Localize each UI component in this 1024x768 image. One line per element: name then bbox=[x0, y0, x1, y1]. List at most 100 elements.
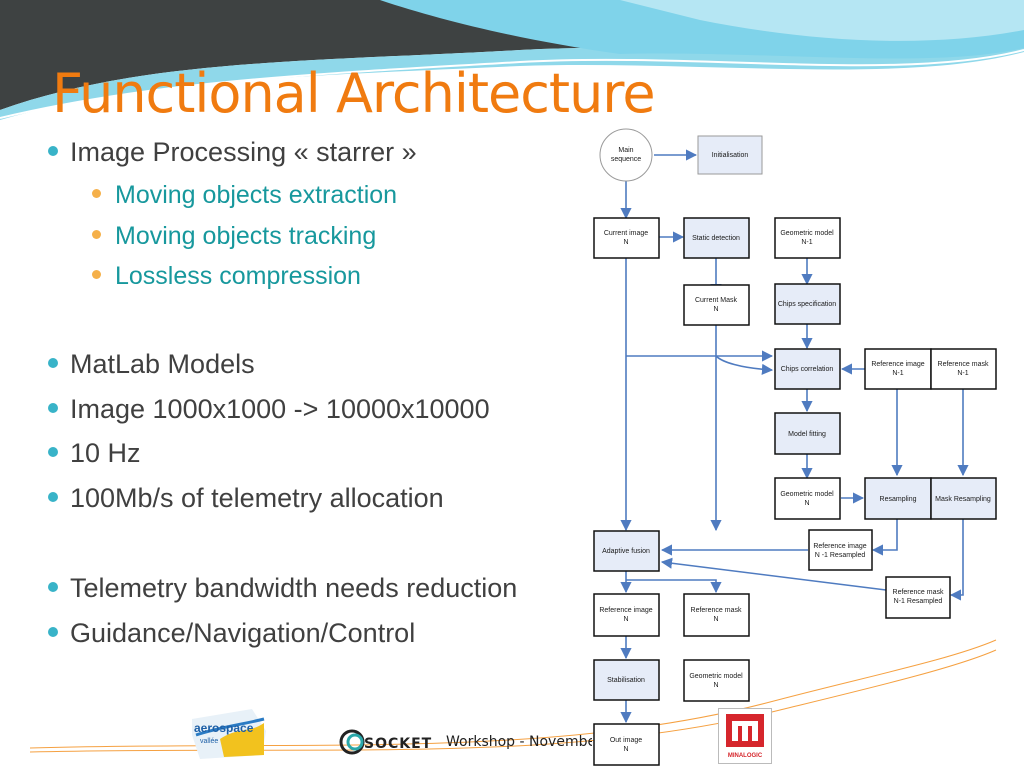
node-chips-specification: Chips specification bbox=[774, 283, 841, 325]
edge bbox=[871, 519, 898, 556]
bullet-dot-icon bbox=[92, 229, 101, 239]
bullet-dot-icon bbox=[48, 402, 58, 413]
header-wave bbox=[0, 0, 1024, 120]
bullet-dot-icon bbox=[48, 581, 58, 592]
bullet-text: Guidance/Navigation/Control bbox=[70, 618, 416, 648]
node-label: Reference mask bbox=[893, 589, 944, 596]
node-label: N-1 bbox=[957, 370, 968, 377]
edge bbox=[626, 579, 722, 594]
node-reference-mask-n: Reference mask N bbox=[683, 593, 750, 637]
node-label: Geometric model bbox=[780, 230, 834, 237]
node-label: sequence bbox=[611, 156, 641, 163]
node-label: Stabilisation bbox=[607, 677, 645, 684]
bullet-dot-icon bbox=[48, 446, 58, 457]
aerospace-valley-logo: aerospace vallée bbox=[192, 709, 266, 759]
node-label: Geometric model bbox=[689, 673, 743, 680]
node-geometric-model-n: Geometric model N bbox=[774, 477, 841, 520]
node-label: Reference mask bbox=[691, 607, 742, 614]
bullet-text: 10 Hz bbox=[70, 438, 141, 468]
bullet-dot-icon bbox=[92, 188, 101, 198]
logo-text: SOCKET bbox=[364, 736, 432, 752]
edge bbox=[660, 557, 887, 591]
bullet-item: 10 Hz bbox=[48, 438, 141, 469]
node-label: N-1 bbox=[892, 370, 903, 377]
node-label: Reference image bbox=[871, 361, 924, 368]
node-out-image: Out image N bbox=[593, 723, 660, 766]
node-label: Current Mask bbox=[695, 297, 738, 304]
bullet-text: Image 1000x1000 -> 10000x10000 bbox=[70, 394, 490, 424]
bullet-item: Image 1000x1000 -> 10000x10000 bbox=[48, 394, 490, 425]
node-label: Reference image bbox=[599, 607, 652, 614]
slide-title: Functional Architecture bbox=[52, 62, 656, 125]
node-stabilisation: Stabilisation bbox=[593, 659, 660, 701]
bullet-dot-icon bbox=[48, 357, 58, 368]
footer-text: Workshop - November bbox=[446, 734, 592, 750]
bullet-text: 100Mb/s of telemetry allocation bbox=[70, 483, 444, 513]
node-label: N bbox=[713, 682, 718, 689]
node-label: Geometric model bbox=[780, 491, 834, 498]
bullet-text: Image Processing « starrer » bbox=[70, 137, 417, 167]
node-label: Model fitting bbox=[788, 431, 826, 438]
bullet-text: Telemetry bandwidth needs reduction bbox=[70, 573, 518, 603]
node-geometric-model-n1: Geometric model N-1 bbox=[774, 217, 841, 259]
node-reference-image-n: Reference image N bbox=[593, 593, 660, 637]
bullet-item: 100Mb/s of telemetry allocation bbox=[48, 483, 444, 514]
minalogic-logo: MINALOGIC bbox=[718, 708, 772, 764]
sub-bullet-item: Moving objects extraction bbox=[92, 181, 397, 210]
node-label: N bbox=[713, 306, 718, 313]
node-label: N-1 Resampled bbox=[894, 598, 943, 605]
node-initialisation: Initialisation bbox=[697, 135, 763, 175]
node-current-image: Current image N bbox=[593, 217, 660, 259]
node-reference-mask-n1: Reference mask N-1 bbox=[930, 348, 997, 390]
node-label: Mask Resampling bbox=[935, 496, 991, 503]
bullet-dot-icon bbox=[48, 626, 58, 637]
bullet-dot-icon bbox=[92, 269, 101, 279]
bullet-text: Moving objects tracking bbox=[115, 222, 377, 250]
node-label: N bbox=[623, 746, 628, 753]
node-label: Reference image bbox=[813, 543, 866, 550]
node-adaptive-fusion: Adaptive fusion bbox=[593, 530, 660, 572]
edge bbox=[715, 355, 774, 375]
bullet-dot-icon bbox=[48, 491, 58, 502]
node-label: N -1 Resampled bbox=[815, 552, 866, 559]
node-label: N bbox=[623, 616, 628, 623]
edge bbox=[949, 519, 964, 601]
bullet-item: Image Processing « starrer » bbox=[48, 137, 417, 168]
node-geometric-model-n-2: Geometric model N bbox=[683, 659, 750, 702]
node-mask-resampling: Mask Resampling bbox=[930, 477, 997, 520]
node-label: N-1 bbox=[801, 239, 812, 246]
logo-text: vallée bbox=[200, 738, 218, 745]
node-reference-image-n1: Reference image N-1 bbox=[864, 348, 932, 390]
node-label: N bbox=[623, 239, 628, 246]
node-label: Resampling bbox=[880, 496, 917, 503]
node-reference-image-resampled: Reference image N -1 Resampled bbox=[808, 529, 873, 571]
bullet-item: MatLab Models bbox=[48, 349, 255, 380]
logo-text: aerospace bbox=[194, 721, 254, 735]
node-label: Main bbox=[618, 147, 633, 154]
bullet-text: Lossless compression bbox=[115, 262, 361, 290]
bullet-item: Guidance/Navigation/Control bbox=[48, 618, 415, 649]
node-resampling: Resampling bbox=[864, 477, 932, 520]
node-static-detection: Static detection bbox=[683, 217, 750, 259]
node-chips-correlation: Chips correlation bbox=[774, 348, 841, 390]
node-model-fitting: Model fitting bbox=[774, 412, 841, 455]
node-reference-mask-resampled: Reference mask N-1 Resampled bbox=[885, 576, 951, 619]
node-label: Adaptive fusion bbox=[602, 548, 650, 555]
node-main-sequence: Main sequence bbox=[599, 128, 653, 182]
node-label: Initialisation bbox=[712, 152, 749, 159]
node-label: Chips specification bbox=[778, 301, 836, 308]
bullet-item: Telemetry bandwidth needs reduction bbox=[48, 573, 517, 604]
node-current-mask: Current Mask N bbox=[683, 284, 750, 326]
node-label: Reference mask bbox=[938, 361, 989, 368]
bullet-dot-icon bbox=[48, 145, 58, 156]
node-label: N bbox=[713, 616, 718, 623]
logo-text: MINALOGIC bbox=[728, 753, 763, 759]
sub-bullet-item: Moving objects tracking bbox=[92, 222, 376, 251]
node-label: Out image bbox=[610, 737, 642, 744]
node-label: Static detection bbox=[692, 235, 740, 242]
node-label: Chips correlation bbox=[781, 366, 834, 373]
node-label: Current image bbox=[604, 230, 648, 237]
bullet-text: Moving objects extraction bbox=[115, 181, 398, 209]
socket-logo: SOCKET bbox=[339, 729, 432, 755]
